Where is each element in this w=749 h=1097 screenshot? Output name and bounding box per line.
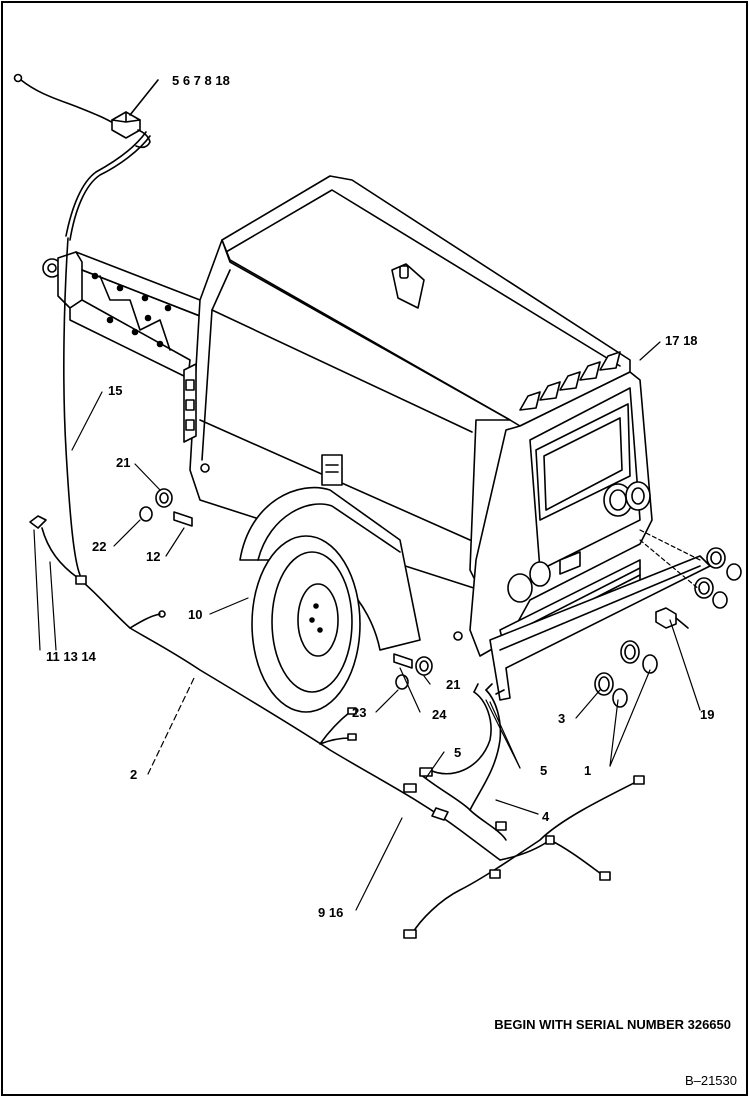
callout-5-6-7-8-18: 5 6 7 8 18 xyxy=(172,73,230,88)
drawing-id: B–21530 xyxy=(684,1073,737,1088)
leader-lines xyxy=(33,341,701,911)
loose-parts xyxy=(139,488,433,690)
callout-12: 12 xyxy=(146,549,161,564)
callout-15: 15 xyxy=(108,383,123,398)
wheel-and-fender xyxy=(239,486,421,713)
compressor-enclosure xyxy=(183,175,653,657)
callout-10: 10 xyxy=(188,607,203,622)
callout-21-right: 21 xyxy=(446,677,461,692)
callout-22: 22 xyxy=(92,539,107,554)
left-harness-wire xyxy=(63,237,81,576)
tow-bar xyxy=(42,251,206,379)
callout-23: 23 xyxy=(352,705,367,720)
callout-4: 4 xyxy=(542,809,550,824)
callout-19: 19 xyxy=(700,707,715,722)
tow-plug-harness xyxy=(13,73,159,241)
callout-17-18: 17 18 xyxy=(665,333,698,348)
main-harness xyxy=(29,515,501,861)
rear-light-bar xyxy=(489,547,742,708)
callout-5-upper: 5 xyxy=(454,745,462,760)
callout-24: 24 xyxy=(432,707,447,722)
light-harness xyxy=(403,683,507,841)
callout-9-16: 9 16 xyxy=(318,905,344,920)
callout-5-lower: 5 xyxy=(540,763,548,778)
callout-11-13-14: 11 13 14 xyxy=(46,649,96,664)
callout-1: 1 xyxy=(584,763,592,778)
callout-3: 3 xyxy=(558,711,566,726)
callout-2: 2 xyxy=(130,767,138,782)
callout-21-left: 21 xyxy=(116,455,131,470)
lower-harness xyxy=(403,775,645,939)
serial-number-note: BEGIN WITH SERIAL NUMBER 326650 xyxy=(494,1017,731,1032)
